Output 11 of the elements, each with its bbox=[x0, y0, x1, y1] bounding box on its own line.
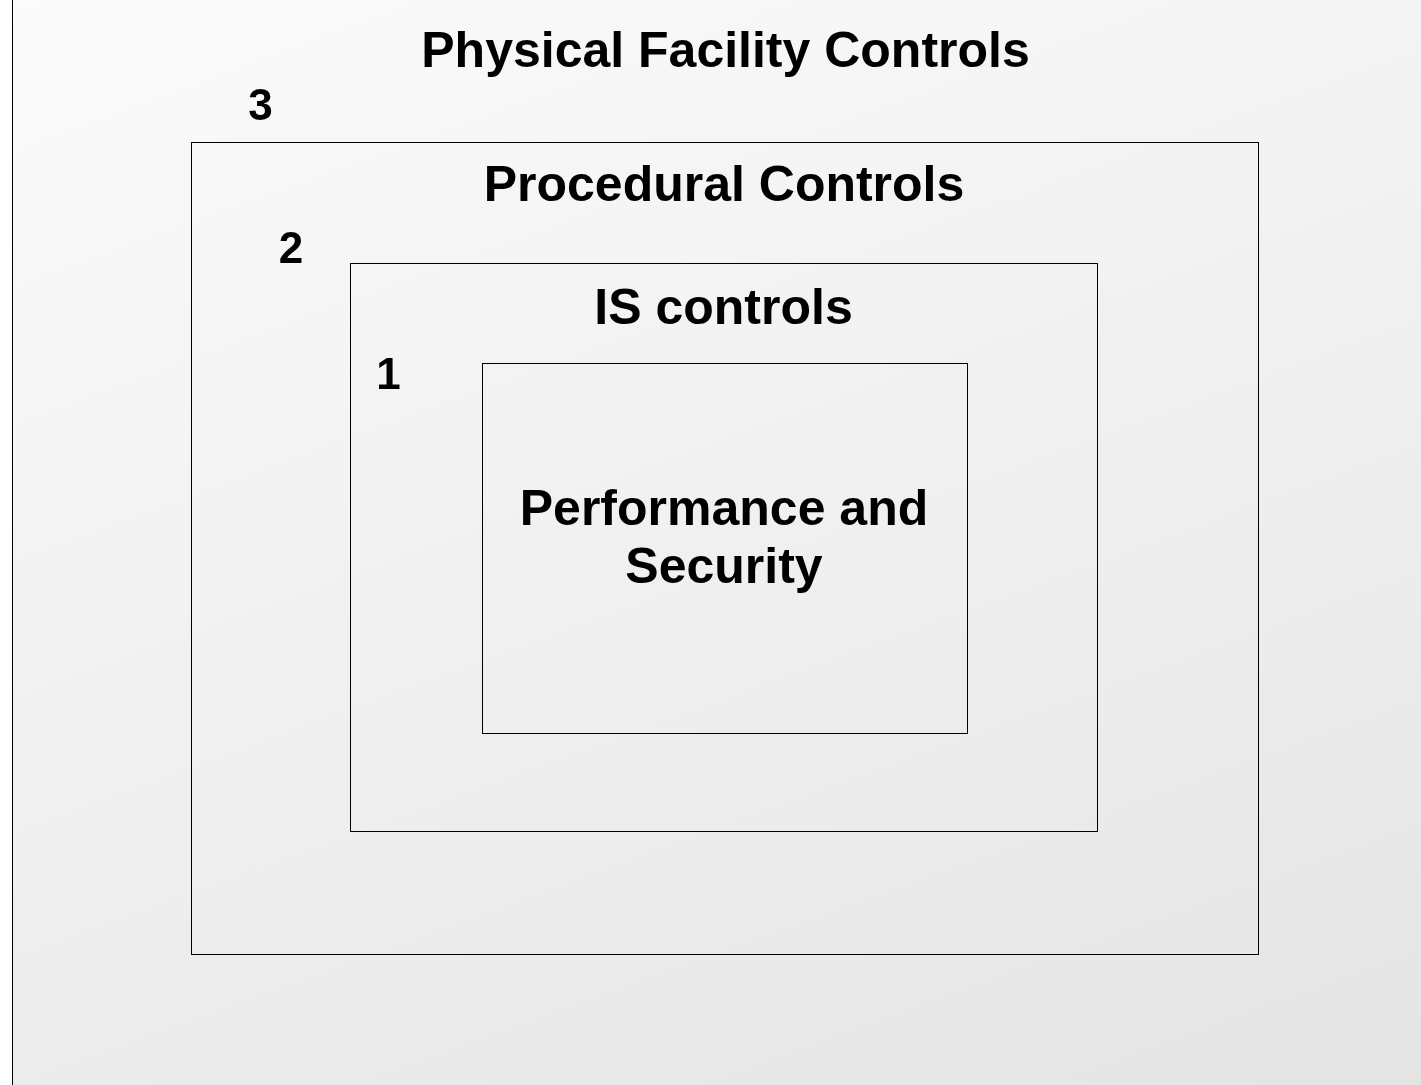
layer-box bbox=[350, 263, 1098, 832]
layer-heading: IS controls bbox=[594, 278, 853, 336]
layer-heading: Procedural Controls bbox=[483, 156, 965, 214]
core-box bbox=[481, 362, 968, 734]
layer-box bbox=[190, 141, 1259, 955]
layer-number: 1 bbox=[376, 348, 401, 400]
layer-number: 3 bbox=[248, 79, 273, 131]
layer-number: 2 bbox=[278, 223, 304, 274]
layer-box bbox=[12, 0, 1421, 1085]
layer-heading: Performance and Security bbox=[518, 480, 930, 595]
layer-heading: Physical Facility Controls bbox=[421, 21, 1030, 79]
